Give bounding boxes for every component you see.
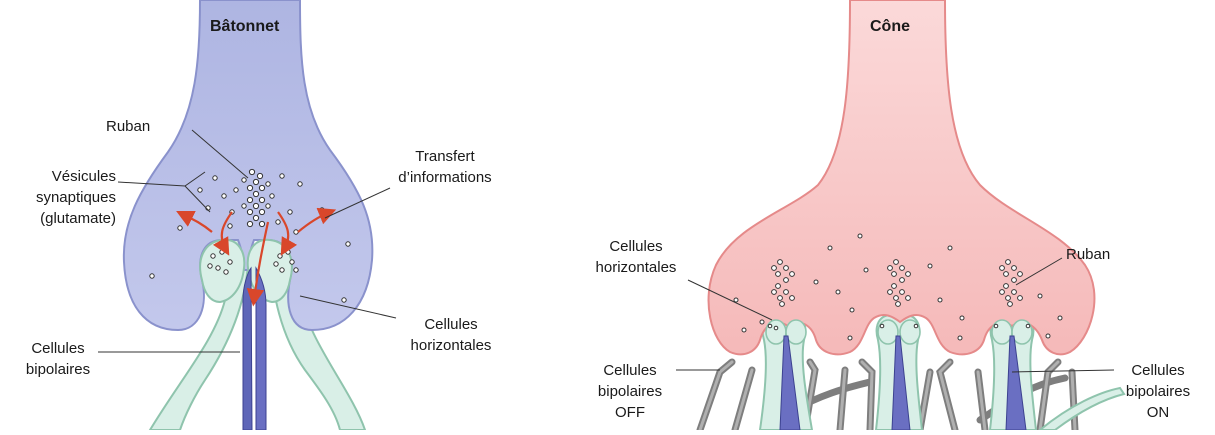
rod-title: Bâtonnet: [210, 18, 279, 36]
rod-label-transfer-line1: Transfert: [380, 146, 510, 167]
rod-label-bipolar-line2: bipolaires: [18, 359, 98, 380]
cone-label-off-line2: bipolaires: [588, 381, 672, 402]
rod-label-ribbon: Ruban: [106, 116, 150, 137]
rod-bipolar-dendrite-left: [243, 268, 252, 430]
cone-label-horizontal: Cellules horizontales: [586, 236, 686, 278]
cone-label-off-line3: OFF: [588, 402, 672, 423]
cone-label-on-line3: ON: [1116, 402, 1200, 423]
rod-label-transfer: Transfert d’informations: [380, 146, 510, 188]
cone-terminal: [676, 0, 1124, 430]
cone-title: Cône: [870, 18, 910, 36]
rod-label-bipolar: Cellules bipolaires: [18, 338, 98, 380]
cone-label-horizontal-line1: Cellules: [586, 236, 686, 257]
cone-label-horizontal-line2: horizontales: [586, 257, 686, 278]
rod-bipolar-dendrite-right: [256, 268, 266, 430]
rod-label-vesicles-line3: (glutamate): [0, 208, 116, 229]
rod-label-vesicles-line2: synaptiques: [0, 187, 116, 208]
rod-label-horizontal: Cellules horizontales: [396, 314, 506, 356]
rod-label-horizontal-line2: horizontales: [396, 335, 506, 356]
cone-body: [709, 0, 1095, 354]
rod-label-transfer-line2: d’informations: [380, 167, 510, 188]
cone-label-off-bipolar: Cellules bipolaires OFF: [588, 360, 672, 423]
cone-label-on-line1: Cellules: [1116, 360, 1200, 381]
rod-label-vesicles: Vésicules synaptiques (glutamate): [0, 166, 116, 229]
cone-label-ribbon: Ruban: [1066, 244, 1110, 265]
rod-label-vesicles-line1: Vésicules: [0, 166, 116, 187]
rod-terminal: [98, 0, 396, 430]
rod-label-horizontal-line1: Cellules: [396, 314, 506, 335]
cone-label-on-line2: bipolaires: [1116, 381, 1200, 402]
cone-label-on-bipolar: Cellules bipolaires ON: [1116, 360, 1200, 423]
rod-label-bipolar-line1: Cellules: [18, 338, 98, 359]
cone-label-off-line1: Cellules: [588, 360, 672, 381]
